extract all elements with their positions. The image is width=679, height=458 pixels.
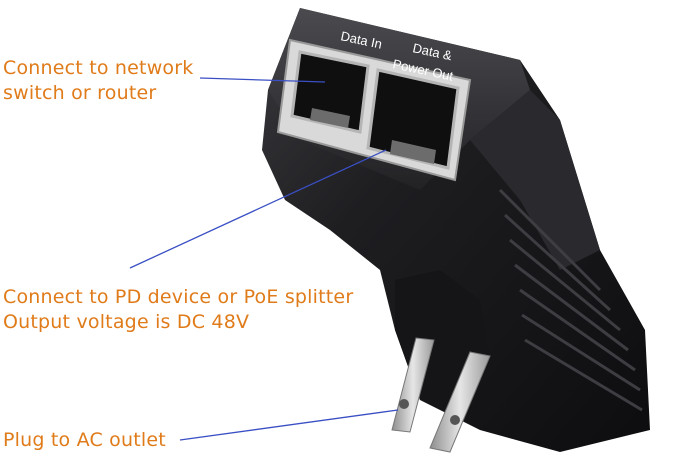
callout-pd-line1: Connect to PD device or PoE splitter: [3, 286, 354, 308]
callout-pd-line2: Output voltage is DC 48V: [3, 311, 250, 333]
prong-left: [391, 337, 435, 433]
leader-line-network: [199, 77, 326, 83]
port-data-in: [290, 50, 370, 134]
leader-line-ac: [179, 409, 399, 441]
cooling-ribs: [498, 188, 643, 412]
callout-network-line2: switch or router: [3, 82, 157, 104]
prong-right: [429, 351, 491, 453]
callout-network-line1: Connect to network: [3, 57, 194, 79]
callout-network-switch: Connect to network switch or router: [3, 56, 193, 106]
leader-lines: [129, 77, 399, 441]
callout-ac-outlet: Plug to AC outlet: [3, 428, 166, 453]
rj45-ports: Data In Data & Power Out: [276, 28, 472, 182]
leader-line-pd: [129, 149, 387, 269]
callout-pd-device: Connect to PD device or PoE splitter Out…: [3, 285, 353, 335]
plug-prongs: [391, 337, 491, 453]
callout-ac-line1: Plug to AC outlet: [3, 429, 166, 451]
port-data-power-out: [366, 68, 460, 170]
